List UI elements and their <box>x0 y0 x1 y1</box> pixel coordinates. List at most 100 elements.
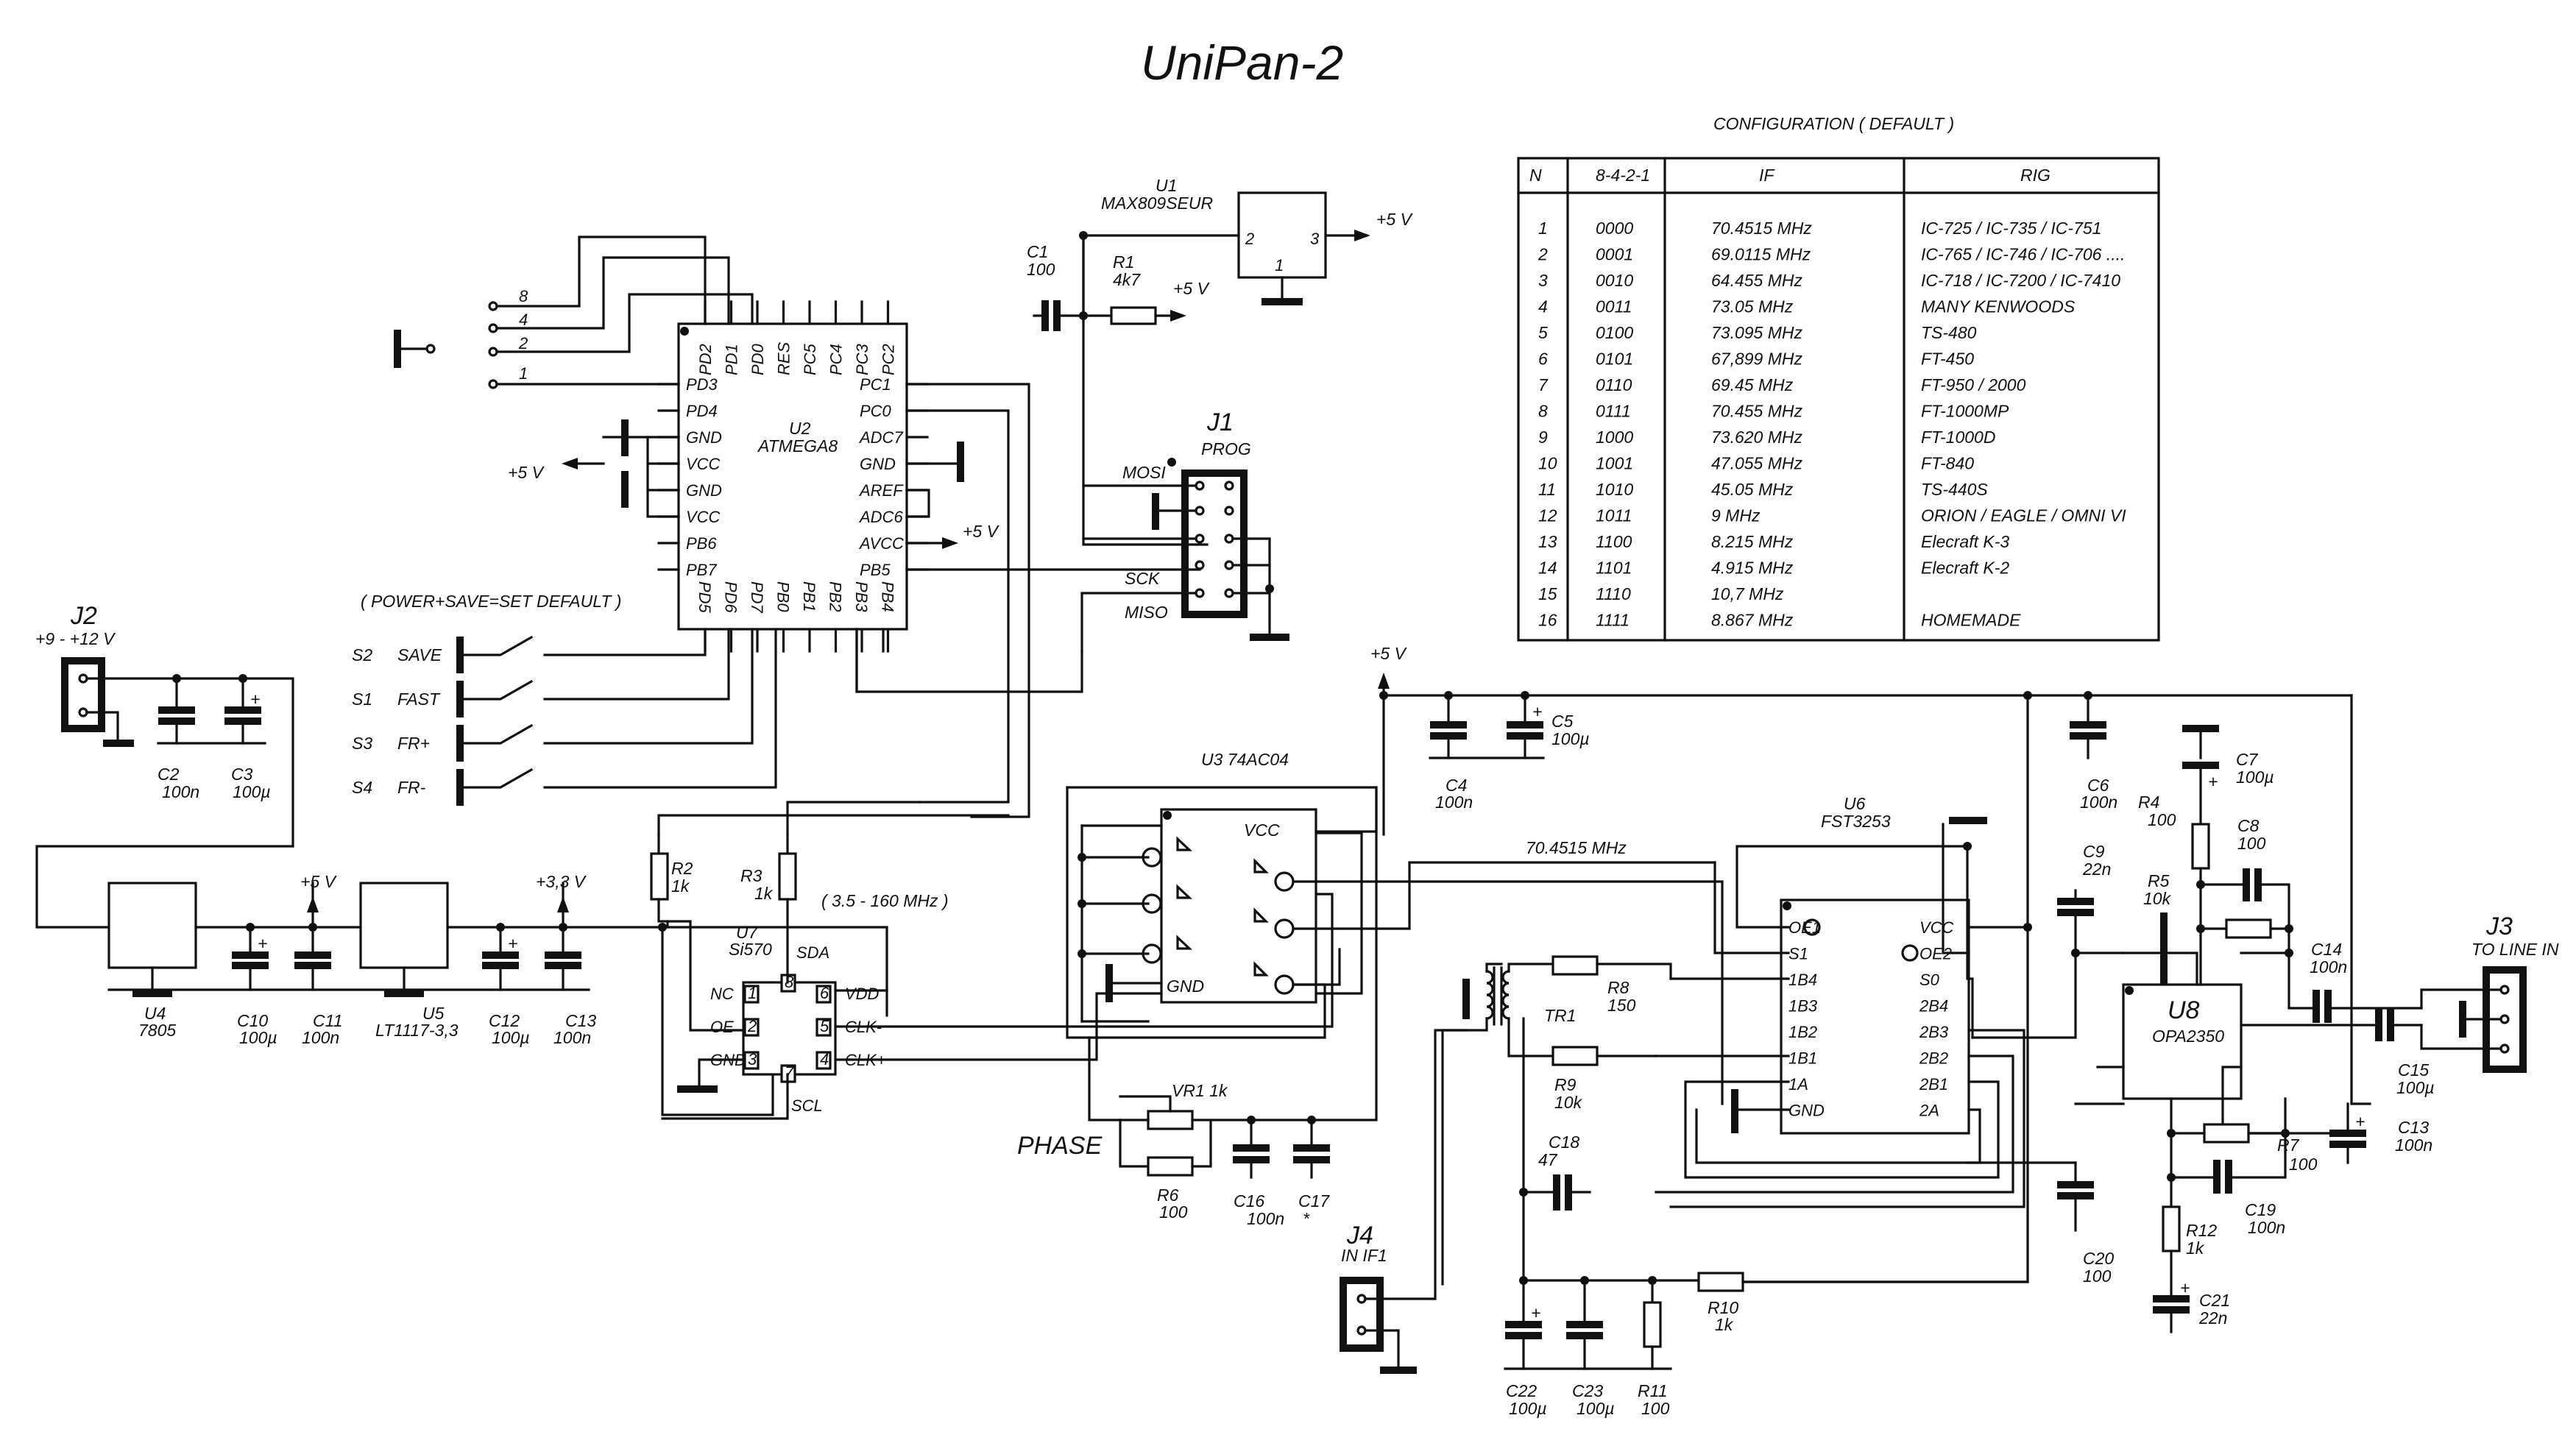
u3-ref: U3 74AC04 <box>1201 750 1289 769</box>
cfg-pin-2: 2 <box>518 334 528 352</box>
config-cell-rig: FT-1000MP <box>1921 402 2009 421</box>
u7-part: Si570 <box>729 940 772 959</box>
u2-pin-pc4: PC4 <box>827 344 846 375</box>
config-cell-n: 8 <box>1538 402 1548 421</box>
tr1-ref: TR1 <box>1544 1006 1576 1025</box>
j4-ref: J4 <box>1346 1222 1373 1250</box>
r1-value: 4k7 <box>1113 270 1141 289</box>
u2-pin-pd1: PD1 <box>723 344 741 375</box>
j2-name: +9 - +12 V <box>35 629 116 648</box>
c22-value: 22n <box>2198 1308 2227 1328</box>
j3-line-in: J3 TO LINE IN <box>2420 912 2559 1073</box>
u6-pin-left: 1B2 <box>1788 1023 1817 1041</box>
c23-ref: C22 <box>1506 1381 1537 1400</box>
config-cell-rig: IC-765 / IC-746 / IC-706 .... <box>1921 245 2125 264</box>
u2-pin-left: VCC <box>686 508 721 526</box>
config-cell-code: 0011 <box>1596 297 1632 316</box>
c21-value: 100 <box>2083 1266 2112 1286</box>
u7-freq-range: ( 3.5 - 160 MHz ) <box>821 891 949 910</box>
config-cell-code: 1001 <box>1596 454 1633 473</box>
u2-pin-bottom: PB2 <box>827 581 845 612</box>
u2-pin-left: PD3 <box>686 375 718 394</box>
r10-ref: R10 <box>1708 1298 1738 1317</box>
config-cell-n: 12 <box>1538 506 1557 525</box>
svg-text:+: + <box>250 690 260 709</box>
c3-value: 100µ <box>233 782 271 801</box>
switch-ref: S1 <box>352 690 372 709</box>
config-cell-n: 9 <box>1538 428 1548 447</box>
u2-pin-right: AREF <box>858 481 904 500</box>
r3-value: 1k <box>754 884 774 903</box>
config-cell-code: 0110 <box>1596 375 1632 394</box>
r1-ref: R1 <box>1113 252 1134 272</box>
u2-pin-right: PB5 <box>860 561 891 579</box>
r5-value: 10k <box>2143 889 2172 908</box>
c11-ref: C11 <box>313 1011 343 1030</box>
c9-value: 22n <box>2082 860 2111 879</box>
u5-ref: U5 <box>422 1004 445 1023</box>
u7-pin-num: 1 <box>748 984 757 1002</box>
u1-pin3: 3 <box>1310 230 1320 248</box>
u3-vcc: VCC <box>1244 821 1280 840</box>
svg-text:+: + <box>508 934 517 953</box>
c9-ref: C9 <box>2083 842 2105 861</box>
u2-pin-left: GND <box>686 428 722 447</box>
u2-pin-bottom: PD5 <box>696 581 714 614</box>
config-cell-n: 1 <box>1538 219 1548 238</box>
c16-value: 100µ <box>2396 1078 2435 1097</box>
config-cell-n: 14 <box>1538 559 1557 578</box>
config-cell-rig: FT-1000D <box>1921 428 1995 447</box>
u7-pin-name: OE <box>710 1018 734 1036</box>
u5-part: LT1117-3,3 <box>375 1021 459 1040</box>
c13-ref: C13 <box>565 1011 596 1030</box>
c3-ref: C3 <box>231 765 253 784</box>
c12-ref: C12 <box>489 1011 520 1030</box>
u6-pin-right: 2B2 <box>1919 1049 1948 1068</box>
c14-value: 100n <box>2310 957 2347 977</box>
r8-ref: R6 <box>1157 1185 1179 1205</box>
config-cell-code: 1111 <box>1596 611 1630 630</box>
phase-label: PHASE <box>1017 1132 1103 1160</box>
c17-ref: C16 <box>1234 1191 1264 1211</box>
config-cell-code: 0101 <box>1596 350 1633 369</box>
config-cell-freq: 70.455 MHz <box>1711 402 1803 421</box>
j2-ref: J2 <box>70 602 97 630</box>
u6-pin-right: VCC <box>1919 918 1954 937</box>
u2-pin-right: GND <box>860 455 896 473</box>
j3-name: TO LINE IN <box>2471 940 2559 959</box>
u2-pin-left: GND <box>686 481 722 500</box>
u6-pins: OE1S11B41B31B21B11AGNDVCCOE2S02B42B32B22… <box>1788 918 1954 1120</box>
u2-pin-left: PB6 <box>686 534 717 553</box>
u1-part: MAX809SEUR <box>1101 194 1213 213</box>
config-cell-code: 0100 <box>1596 323 1633 342</box>
config-cell-n: 7 <box>1538 375 1549 394</box>
c19-value: 47 <box>1538 1150 1558 1169</box>
r5-ref: R5 <box>2148 871 2170 890</box>
r6-ref: R8 <box>1607 978 1630 997</box>
config-cell-freq: 73.05 MHz <box>1711 297 1794 316</box>
u7-pin-num: 5 <box>820 1017 829 1035</box>
config-cell-rig: TS-480 <box>1921 323 1977 342</box>
u3-gnd: GND <box>1167 977 1204 996</box>
u2-pin-right: PC1 <box>860 375 891 394</box>
u1-pin1: 1 <box>1275 256 1284 274</box>
u7-pin-name: SDA <box>796 943 829 962</box>
config-jumper-pins: 8 4 2 1 <box>394 235 754 389</box>
config-cell-freq: 69.0115 MHz <box>1711 245 1811 264</box>
schematic-title: UniPan-2 <box>1141 35 1343 90</box>
p33v-label: +3,3 V <box>536 872 587 891</box>
u2-avcc-5v: +5 V <box>963 522 1000 541</box>
config-cell-rig: HOMEMADE <box>1921 611 2021 630</box>
u4-part: 7805 <box>138 1021 176 1040</box>
cfg-pin-1: 1 <box>519 364 528 383</box>
config-cell-code: 1100 <box>1596 532 1632 551</box>
config-cell-n: 10 <box>1538 454 1557 473</box>
config-cell-freq: 4.915 MHz <box>1711 559 1794 578</box>
svg-text:+: + <box>2208 772 2218 791</box>
c5-value: 100µ <box>1551 729 1590 748</box>
u1-ref: U1 <box>1156 176 1177 195</box>
